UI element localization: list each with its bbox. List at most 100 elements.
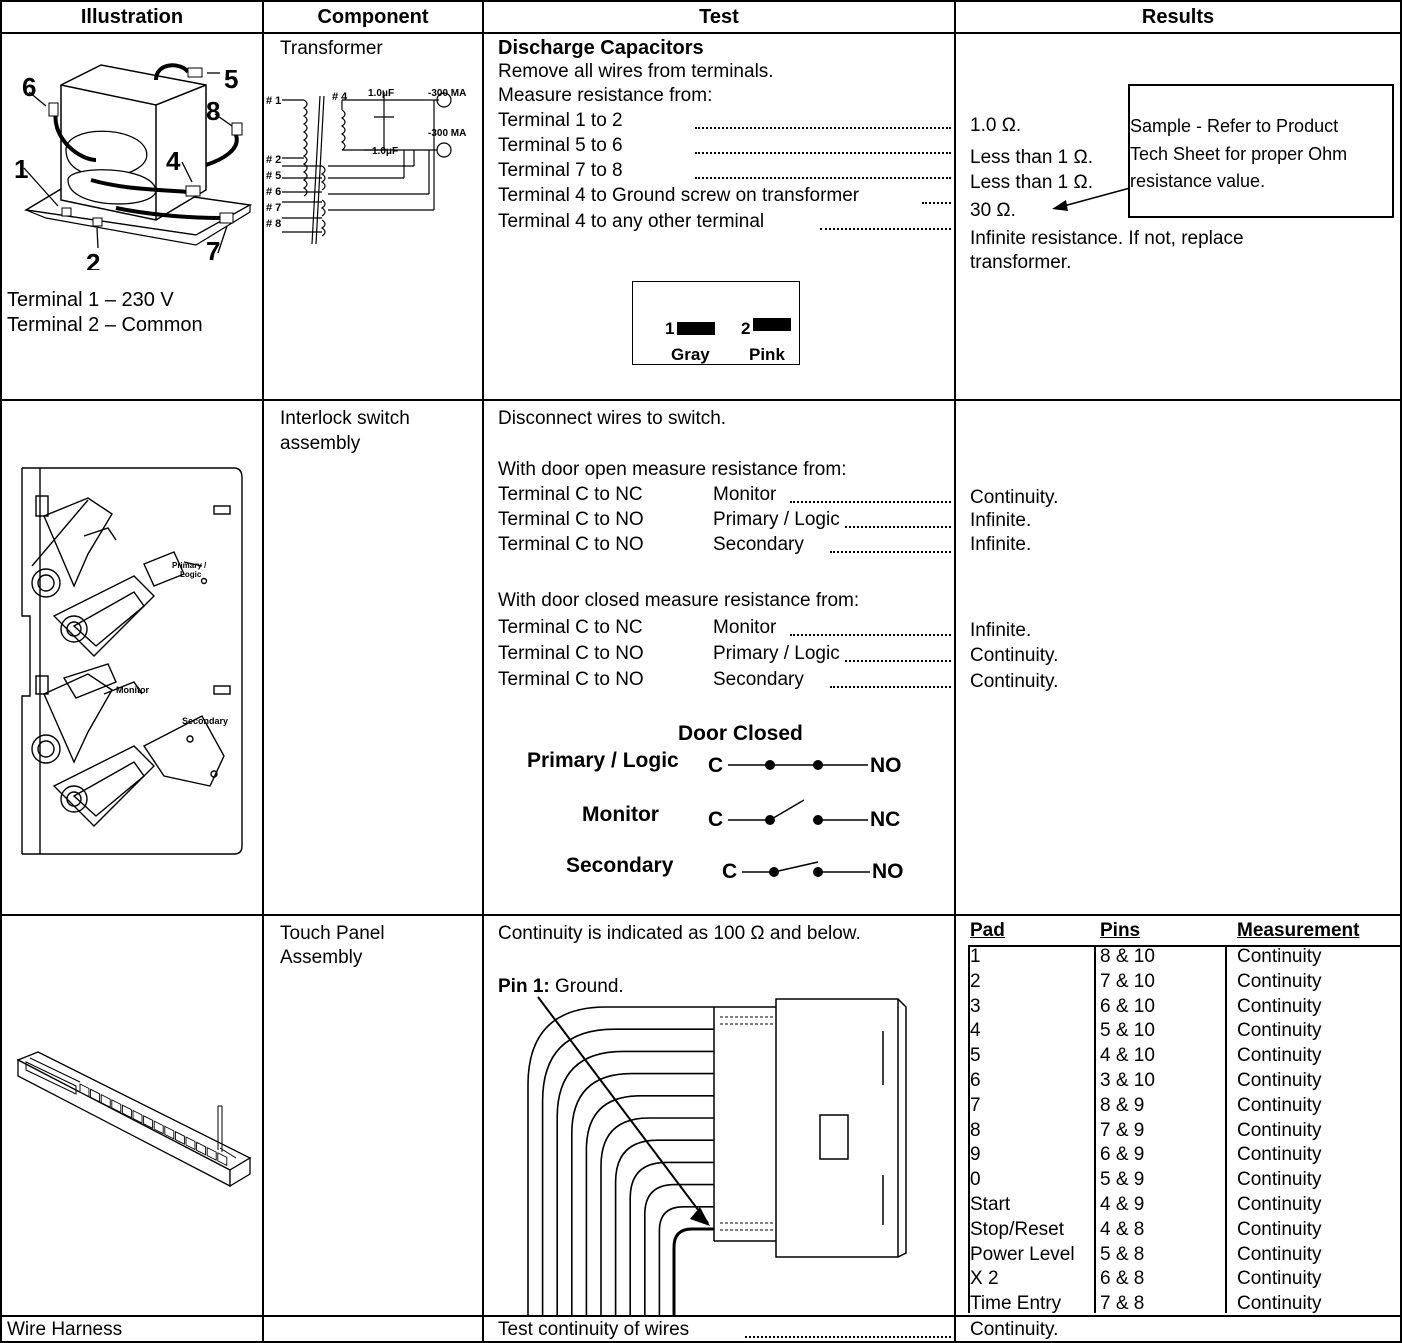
transformer-schematic: # 1 # 4 1.0μF 1.0μF -300 MA -300 MA # 2 …: [266, 88, 466, 245]
transformer-test-3: Terminal 7 to 8: [498, 160, 623, 181]
pad-header-text: Pad: [970, 920, 1005, 941]
leader-dots: [845, 526, 951, 528]
col-line-2: [482, 0, 484, 1343]
transformer-result-2: Less than 1 Ω.: [970, 147, 1093, 168]
pins-cell: 8 & 9: [1100, 1094, 1145, 1116]
pad-cell: 4: [970, 1020, 981, 1042]
connector-terminal-2: [753, 318, 791, 331]
touch-key: [121, 1104, 132, 1119]
callout-arrow: [1052, 187, 1131, 211]
touch-key: [153, 1120, 164, 1135]
leader-dots: [830, 551, 951, 553]
pad-table-col-line-1: [1094, 945, 1096, 1313]
wire-harness-result: Continuity.: [970, 1319, 1059, 1340]
wire-harness-label: Wire Harness: [7, 1319, 123, 1340]
ribbon-wire: [556, 1050, 714, 1315]
pins-cell: 8 & 10: [1100, 946, 1155, 967]
open-row-2-result: Infinite.: [970, 510, 1032, 531]
measurement-cell: Continuity: [1237, 1218, 1322, 1240]
measurement-header-text: Measurement: [1237, 920, 1360, 941]
closed-row-3-result: Continuity.: [970, 671, 1059, 692]
interlock-intro: Disconnect wires to switch.: [498, 408, 727, 429]
open-row-3-result: Infinite.: [970, 534, 1032, 555]
measurement-cell: Continuity: [1237, 970, 1322, 992]
pins-column-header: Pins: [1100, 919, 1140, 944]
leader-dots: [845, 660, 951, 662]
col-line-1: [262, 0, 264, 1343]
connector-label-gray: Gray: [671, 345, 710, 364]
closed-row-1-switch: Monitor: [713, 617, 777, 638]
pins-cell: 7 & 10: [1100, 970, 1155, 992]
transformer-test-2: Terminal 5 to 6: [498, 135, 623, 156]
schem-label-t1: # 1: [266, 95, 281, 107]
connector-label-pink: Pink: [749, 345, 785, 364]
ribbon-wire: [600, 1117, 714, 1315]
pad-cell: 6: [970, 1070, 981, 1091]
pins-cell: 5 & 10: [1100, 1020, 1155, 1042]
illus-number-8: 8: [206, 96, 220, 126]
switch-end-monitor: NC: [870, 808, 901, 831]
pins-cell: 6 & 10: [1100, 995, 1155, 1017]
touch-key: [164, 1125, 175, 1140]
schem-label-ma2: -300 MA: [428, 128, 466, 139]
leader-dots: [820, 228, 951, 230]
pad-cell: 9: [970, 1144, 981, 1166]
pins-cell: 7 & 8: [1100, 1293, 1145, 1315]
leader-dots: [830, 686, 951, 688]
touch-key: [217, 1152, 228, 1167]
switch-symbol-primary-closed: [728, 760, 868, 770]
measurement-column-header: Measurement: [1237, 919, 1360, 944]
closed-row-1-result: Infinite.: [970, 620, 1032, 641]
open-row-3-switch: Secondary: [713, 534, 804, 555]
measurement-cell: Continuity: [1237, 1293, 1322, 1315]
measurement-cell: Continuity: [1237, 995, 1322, 1017]
pad-cell: X 2: [970, 1268, 999, 1290]
touch-key: [206, 1146, 217, 1161]
ribbon-wire: [629, 1161, 714, 1315]
pin1-label: Pin 1:: [498, 976, 550, 997]
touch-component-line-1: Touch Panel: [280, 923, 385, 944]
col-line-4: [1400, 0, 1402, 1343]
switch-c-secondary: C: [722, 860, 738, 883]
switch-symbol-monitor-open: [728, 799, 868, 825]
measurement-cell: Continuity: [1237, 1020, 1322, 1042]
pins-cell: 5 & 8: [1100, 1243, 1145, 1265]
header-test: Test: [699, 6, 739, 28]
door-closed-title: With door closed measure resistance from…: [498, 590, 860, 611]
measurement-cell: Continuity: [1237, 1194, 1322, 1215]
schem-label-t8: # 8: [266, 218, 281, 230]
transformer-test-5: Terminal 4 to any other terminal: [498, 211, 765, 232]
pad-cell: 1: [970, 946, 981, 967]
closed-row-2-term: Terminal C to NO: [498, 643, 644, 664]
transformer-instruction-1: Remove all wires from terminals.: [498, 61, 774, 82]
pad-cell: Start: [970, 1194, 1011, 1215]
ribbon-wire: [541, 1028, 714, 1315]
ribbon-wire: [614, 1139, 714, 1315]
pins-cell: 6 & 9: [1100, 1144, 1145, 1166]
switch-end-secondary: NO: [872, 860, 904, 883]
pad-cell: Time Entry: [970, 1293, 1062, 1315]
measurement-cell: Continuity: [1237, 1045, 1322, 1067]
measurement-cell: Continuity: [1237, 1243, 1322, 1265]
switch-name-monitor: Monitor: [582, 803, 659, 826]
transformer-result-1: 1.0 Ω.: [970, 115, 1022, 136]
touch-key: [185, 1136, 196, 1151]
pins-cell: 4 & 8: [1100, 1218, 1145, 1240]
leader-dots: [790, 501, 951, 503]
closed-row-3-term: Terminal C to NO: [498, 669, 644, 690]
table-border-bottom: [0, 1341, 1402, 1343]
pins-cell: 4 & 9: [1100, 1194, 1145, 1215]
touch-key: [196, 1141, 207, 1156]
header-illustration: Illustration: [80, 6, 184, 28]
ribbon-wire: [644, 1183, 714, 1315]
illus-number-7: 7: [206, 236, 220, 266]
pins-cell: 3 & 10: [1100, 1070, 1155, 1091]
open-row-3-term: Terminal C to NO: [498, 534, 644, 555]
connector-pin-2: 2: [741, 319, 751, 338]
col-line-3: [954, 0, 956, 1343]
switch-name-secondary: Secondary: [566, 854, 674, 877]
door-open-title: With door open measure resistance from:: [498, 459, 847, 480]
ribbon-wire: [672, 1227, 714, 1315]
interlock-switch-illustration: Primary / Logic Monitor Secondary: [21, 467, 243, 855]
